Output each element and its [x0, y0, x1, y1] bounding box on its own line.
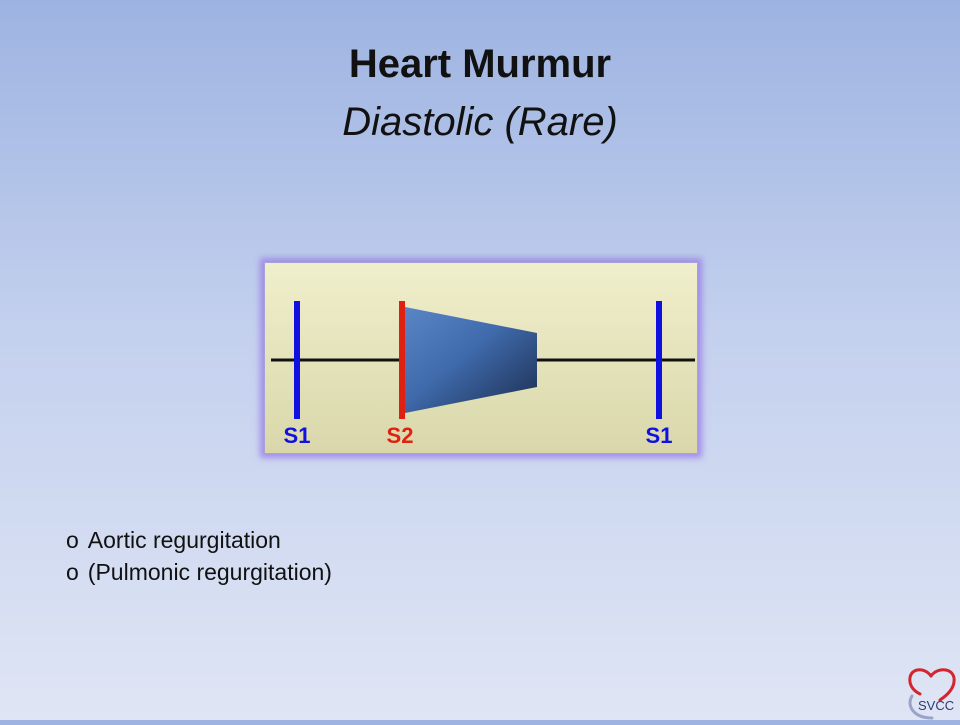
s2-line: [399, 301, 405, 419]
heart-sound-diagram: S1 S2 S1: [264, 262, 698, 454]
logo-text: SVCC: [918, 698, 954, 713]
list-item-text: Aortic regurgitation: [87, 527, 281, 553]
diastolic-murmur-shape: [405, 307, 537, 413]
s1-left-label: S1: [283, 423, 311, 448]
s1-right-label: S1: [645, 423, 673, 448]
bullet-glyph: o: [66, 559, 79, 585]
svcc-logo: SVCC: [902, 666, 960, 720]
list-item-text: (Pulmonic regurgitation): [87, 559, 332, 585]
s2-label: S2: [386, 423, 414, 448]
s1-right-line: [656, 301, 662, 419]
slide-subtitle: Diastolic (Rare): [342, 100, 618, 144]
heart-icon: SVCC: [908, 668, 956, 720]
heart-sound-svg: [271, 301, 695, 419]
list-item: o Aortic regurgitation: [66, 524, 332, 556]
s1-left-line: [294, 301, 300, 419]
list-item: o (Pulmonic regurgitation): [66, 556, 332, 588]
bullet-glyph: o: [66, 527, 79, 553]
slide-title: Heart Murmur: [348, 42, 612, 86]
condition-list: o Aortic regurgitation o (Pulmonic regurgi…: [66, 524, 332, 588]
